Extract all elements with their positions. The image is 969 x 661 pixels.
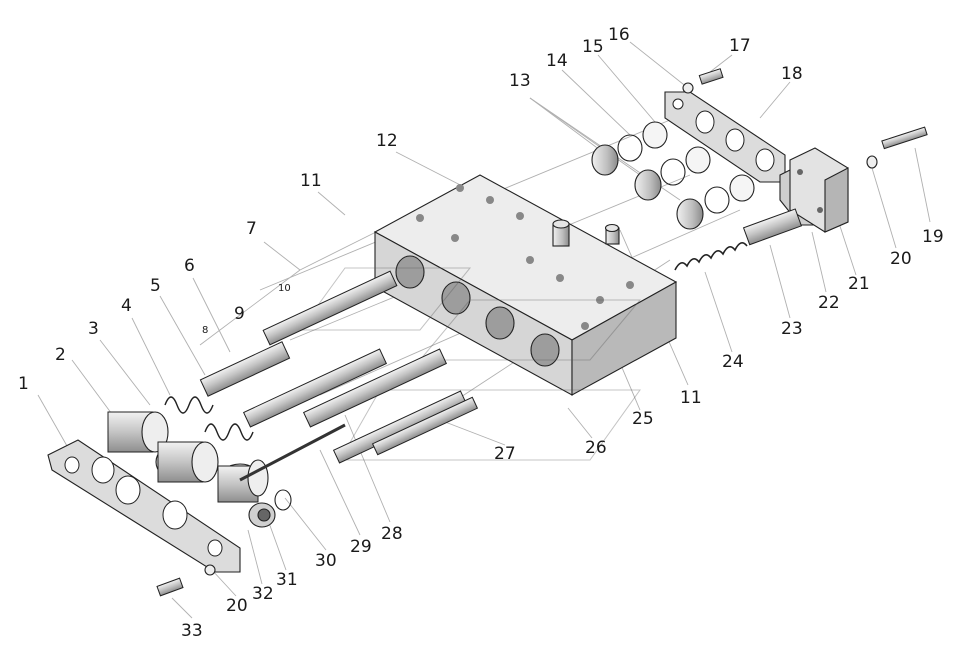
callout-28: 28 bbox=[381, 524, 403, 544]
callout-11-top: 11 bbox=[300, 171, 322, 191]
spring-and-sleeve-right bbox=[674, 208, 803, 271]
callout-22: 22 bbox=[818, 293, 840, 313]
callout-26: 26 bbox=[585, 438, 607, 458]
callout-9: 9 bbox=[234, 304, 245, 324]
callout-6: 6 bbox=[184, 256, 195, 276]
end-caps bbox=[107, 411, 269, 503]
gasket-plate-left bbox=[47, 439, 241, 573]
callout-14: 14 bbox=[546, 51, 568, 71]
callout-30: 30 bbox=[315, 551, 337, 571]
callout-12: 12 bbox=[376, 131, 398, 151]
callout-3: 3 bbox=[88, 319, 99, 339]
valve-body-block bbox=[373, 174, 678, 396]
callout-33: 33 bbox=[181, 621, 203, 641]
seal-rings-right bbox=[591, 121, 755, 230]
callout-18: 18 bbox=[781, 64, 803, 84]
callout-20-right: 20 bbox=[890, 249, 912, 269]
callout-15: 15 bbox=[582, 37, 604, 57]
callout-21: 21 bbox=[848, 274, 870, 294]
callout-4: 4 bbox=[121, 296, 132, 316]
callout-27: 27 bbox=[494, 444, 516, 464]
callout-29: 29 bbox=[350, 537, 372, 557]
callout-17: 17 bbox=[729, 36, 751, 56]
callout-2: 2 bbox=[55, 345, 66, 365]
callout-labels: 1 2 3 4 5 6 7 8 9 10 11 11 12 13 14 15 1… bbox=[18, 25, 944, 641]
callout-8: 8 bbox=[202, 325, 208, 336]
callout-23: 23 bbox=[781, 319, 803, 339]
callout-20-bottom: 20 bbox=[226, 596, 248, 616]
callout-13: 13 bbox=[509, 71, 531, 91]
callout-25: 25 bbox=[632, 409, 654, 429]
callout-10: 10 bbox=[278, 283, 291, 294]
callout-5: 5 bbox=[150, 276, 161, 296]
small-parts-bottom bbox=[156, 489, 292, 597]
callout-1: 1 bbox=[18, 374, 29, 394]
callout-24: 24 bbox=[722, 352, 744, 372]
bolts-right bbox=[682, 68, 928, 169]
callout-7: 7 bbox=[246, 219, 257, 239]
callout-31: 31 bbox=[276, 570, 298, 590]
callout-32: 32 bbox=[252, 584, 274, 604]
springs-left bbox=[164, 396, 254, 441]
spools bbox=[199, 270, 479, 482]
callout-16: 16 bbox=[608, 25, 630, 45]
callout-19: 19 bbox=[922, 227, 944, 247]
gasket-plate-right bbox=[664, 91, 786, 183]
callout-11-bottom: 11 bbox=[680, 388, 702, 408]
